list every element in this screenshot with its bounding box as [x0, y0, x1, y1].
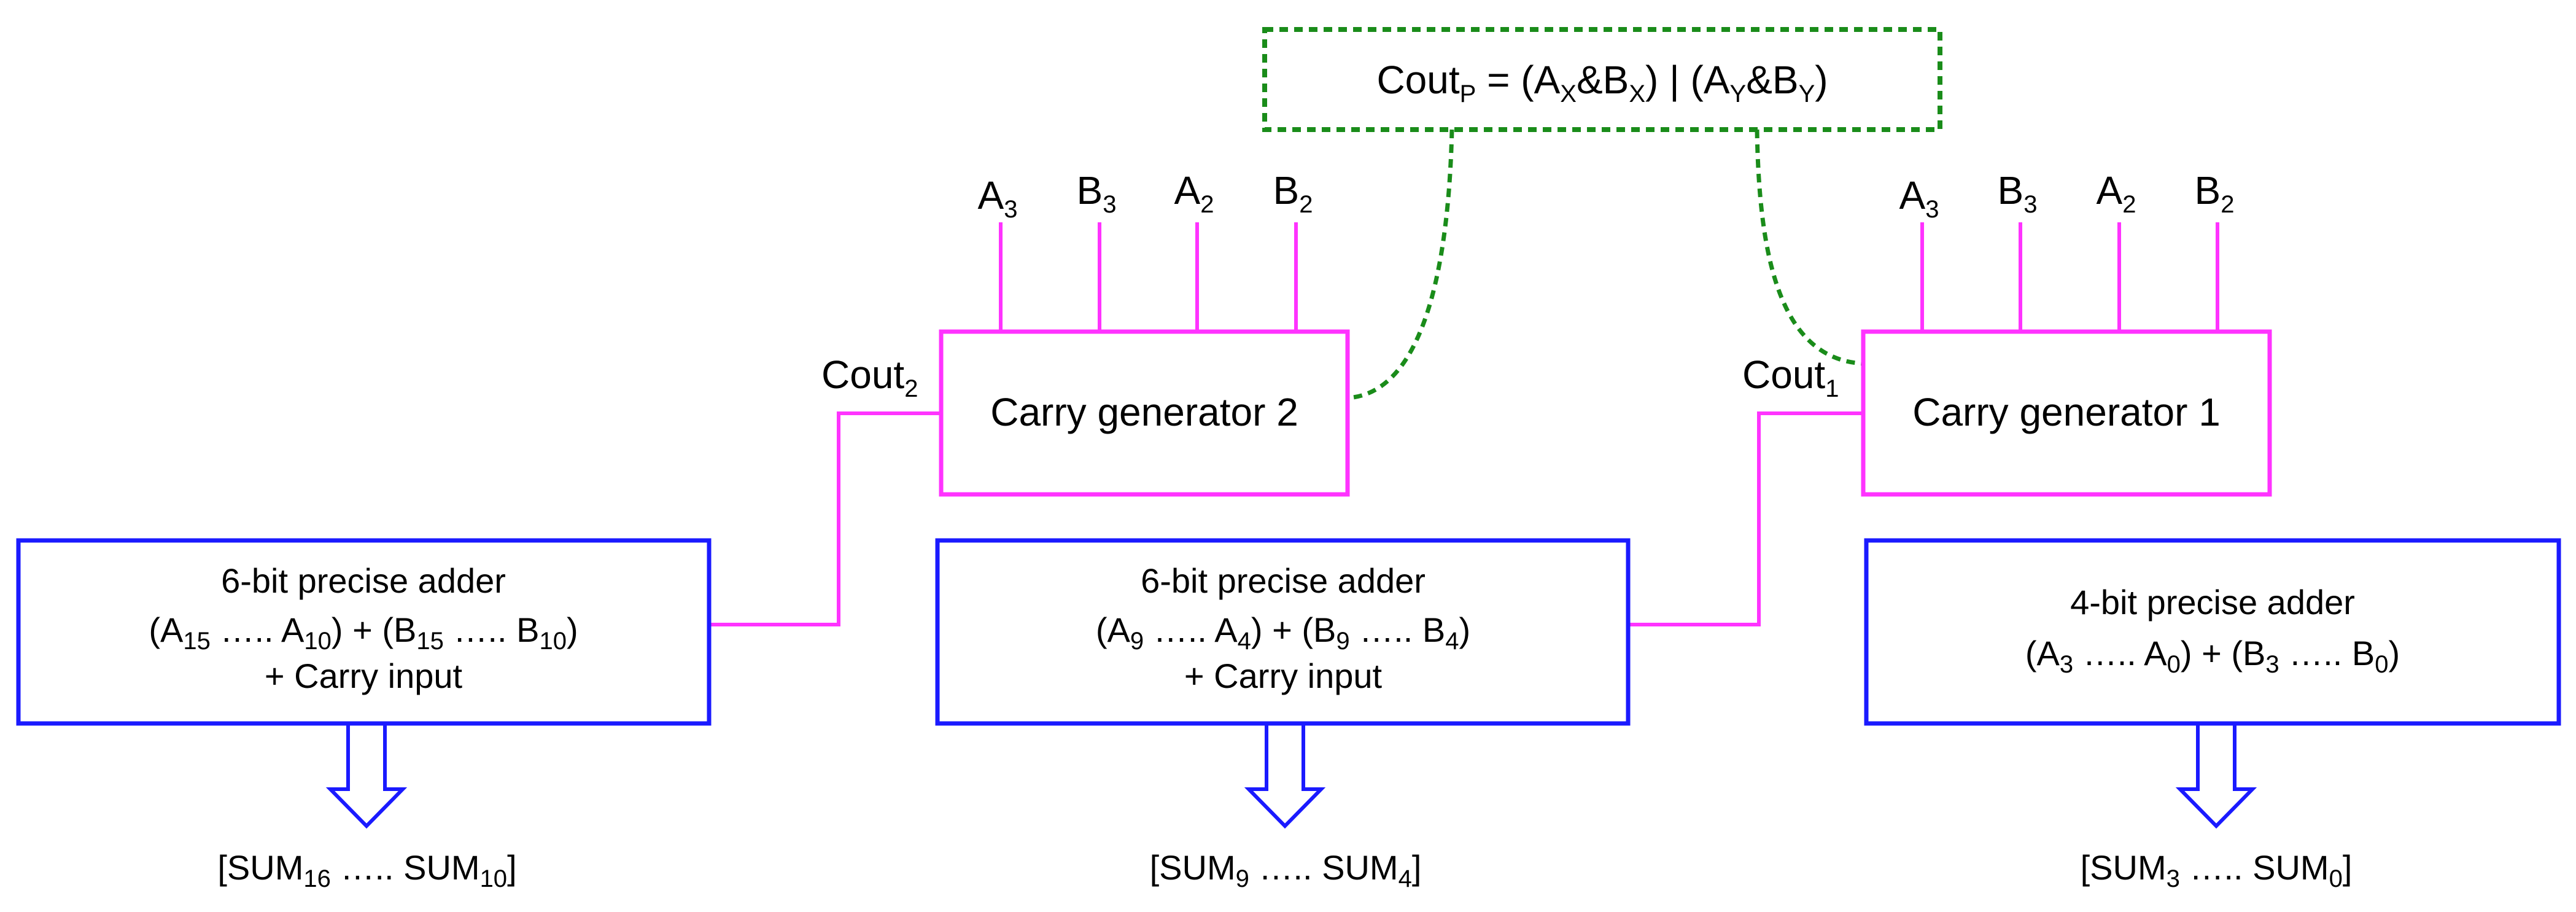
carry-generator-2: Carry generator 2 A3 B3 A2 B2 Cout2 — [709, 168, 1350, 626]
adder-left-carry-input: + Carry input — [265, 657, 463, 695]
adder-left-box — [16, 538, 712, 726]
adder-right-operands: (A3 ….. A0) + (B3 ….. B0) — [2025, 634, 2400, 678]
adder-left: 6-bit precise adder (A15 ….. A10) + (B15… — [16, 538, 712, 892]
cg1-cout-wire — [1628, 411, 1863, 626]
carry-generator-1: Carry generator 1 A3 B3 A2 B2 Cout1 — [1628, 168, 2272, 626]
adder-mid-carry-input: + Carry input — [1184, 657, 1383, 695]
adder-mid: 6-bit precise adder (A9 ….. A4) + (B9 ….… — [935, 538, 1631, 892]
adder-left-output-arrow — [325, 723, 408, 829]
adder-right-box — [1864, 538, 2561, 726]
adder-left-title: 6-bit precise adder — [221, 561, 506, 600]
cg2-input-label-a2: A2 — [1174, 168, 1214, 218]
cg2-input-label-b3: B3 — [1077, 168, 1117, 218]
cg2-input-label-a3: A3 — [978, 173, 1018, 223]
cg2-cout-wire — [709, 411, 941, 626]
cg1-cout-label: Cout1 — [1742, 353, 1839, 402]
formula-box — [1262, 27, 1942, 132]
cg1-input-label-a2: A2 — [2097, 168, 2136, 218]
cg2-cout-label: Cout2 — [821, 353, 918, 402]
adder-right-sum: [SUM3 ….. SUM0] — [2081, 848, 2353, 892]
adder-right: 4-bit precise adder (A3 ….. A0) + (B3 ….… — [1864, 538, 2561, 892]
adder-left-operands: (A15 ….. A10) + (B15 ….. B10) — [149, 610, 578, 655]
formula-link-cg1 — [1755, 129, 1864, 366]
cg1-input-label-b3: B3 — [1998, 168, 2038, 218]
adder-left-sum: [SUM16 ….. SUM10] — [217, 848, 516, 892]
adder-right-output-arrow — [2175, 723, 2257, 829]
adder-mid-operands: (A9 ….. A4) + (B9 ….. B4) — [1096, 610, 1470, 655]
carry-generator-1-label: Carry generator 1 — [1912, 390, 2221, 434]
adder-right-title: 4-bit precise adder — [2070, 583, 2355, 622]
adder-mid-box — [935, 538, 1631, 726]
cg1-input-label-b2: B2 — [2195, 168, 2235, 218]
adder-mid-title: 6-bit precise adder — [1141, 561, 1426, 600]
formula-link-cg2 — [1347, 129, 1454, 400]
adder-mid-output-arrow — [1244, 723, 1326, 829]
carry-generator-2-label: Carry generator 2 — [990, 390, 1298, 434]
adder-mid-sum: [SUM9 ….. SUM4] — [1150, 848, 1422, 892]
formula-text: CoutP = (AX&BX) | (AY&BY) — [1376, 58, 1828, 107]
cg1-input-label-a3: A3 — [1899, 173, 1939, 223]
cg2-input-label-b2: B2 — [1273, 168, 1313, 218]
